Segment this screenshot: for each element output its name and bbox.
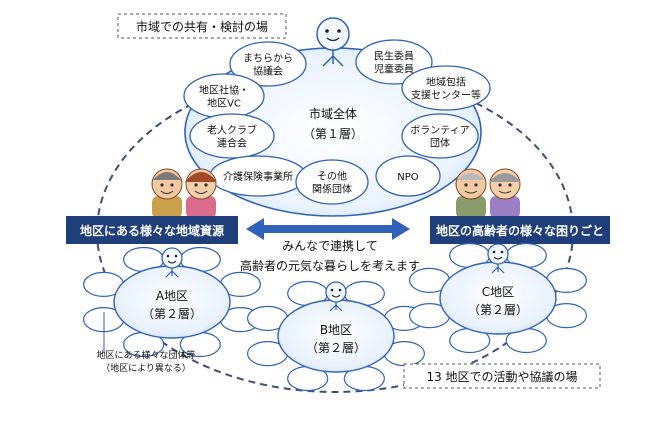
top-box-label: 市域での共有・検討の場: [136, 19, 268, 34]
city-group-label: 民生委員: [374, 50, 414, 63]
center-text-line1: みんなで連携して: [282, 238, 378, 253]
city-group-label: 団体: [430, 138, 450, 150]
district-name: C地区: [482, 285, 514, 299]
city-ellipse-layer: （第１層）: [303, 127, 363, 141]
bottom-box-label: 13 地区での活動や協議の場: [426, 369, 577, 384]
district-person-figure: [161, 247, 183, 278]
city-ellipse-title: 市域全体: [309, 106, 357, 121]
center-text-line2: 高齢者の元気な暮らしを考えます: [240, 258, 420, 273]
district-name: A地区: [156, 289, 188, 303]
note-line2: （地区により異なる）: [101, 362, 191, 374]
city-group-label: 支援センター等: [411, 89, 481, 102]
city-group-label: 地域包括: [426, 76, 466, 89]
right-banner-box: [430, 216, 610, 244]
city-group-label: 関係団体: [312, 184, 352, 196]
city-group-label: 地区社協・: [199, 84, 249, 97]
city-group-label: 老人クラブ: [207, 124, 257, 137]
city-group-bubble: NPO: [375, 155, 441, 197]
district-layer: （第２層）: [306, 341, 366, 355]
top-box-frame: [117, 13, 287, 39]
seniors-illustration-left: [151, 168, 217, 218]
double-arrow: [246, 218, 410, 240]
city-group-label: 児童委員: [374, 63, 414, 76]
top-person-figure: [316, 17, 350, 67]
right-banner-label: 地区の高齢者の様々な困りごと: [436, 223, 604, 238]
seniors-illustration-right: [455, 168, 521, 218]
left-banner-label: 地区にある様々な地域資源: [80, 223, 224, 238]
district-layer: （第２層）: [142, 307, 202, 321]
district-cluster: C地区 （第２層）: [409, 242, 588, 354]
district-layer: （第２層）: [468, 303, 528, 317]
city-group-label: ボランティア: [410, 125, 469, 137]
district-person-figure: [325, 281, 347, 312]
city-group-label: 地区VC: [207, 97, 241, 110]
note-line1: 地区にある様々な団体等: [96, 349, 195, 361]
district-cluster: A地区 （第２層）: [82, 246, 261, 358]
city-group-label: 連合会: [217, 137, 247, 150]
city-group-label: NPO: [397, 172, 419, 183]
district-name: B地区: [320, 323, 352, 337]
city-group-bubble: 地区社協・地区VC: [183, 73, 265, 119]
district-cluster: B地区 （第２層）: [247, 280, 425, 392]
city-group-label: 協議会: [253, 65, 283, 78]
district-person-figure: [487, 243, 509, 274]
city-group-label: その他: [317, 170, 347, 183]
city-group-label: まちらから: [243, 53, 293, 65]
left-banner-box: [66, 216, 238, 244]
city-group-bubble: 介護保険事業所: [209, 155, 307, 197]
bottom-box-frame: [403, 363, 601, 389]
city-group-label: 介護保険事業所: [223, 170, 293, 183]
